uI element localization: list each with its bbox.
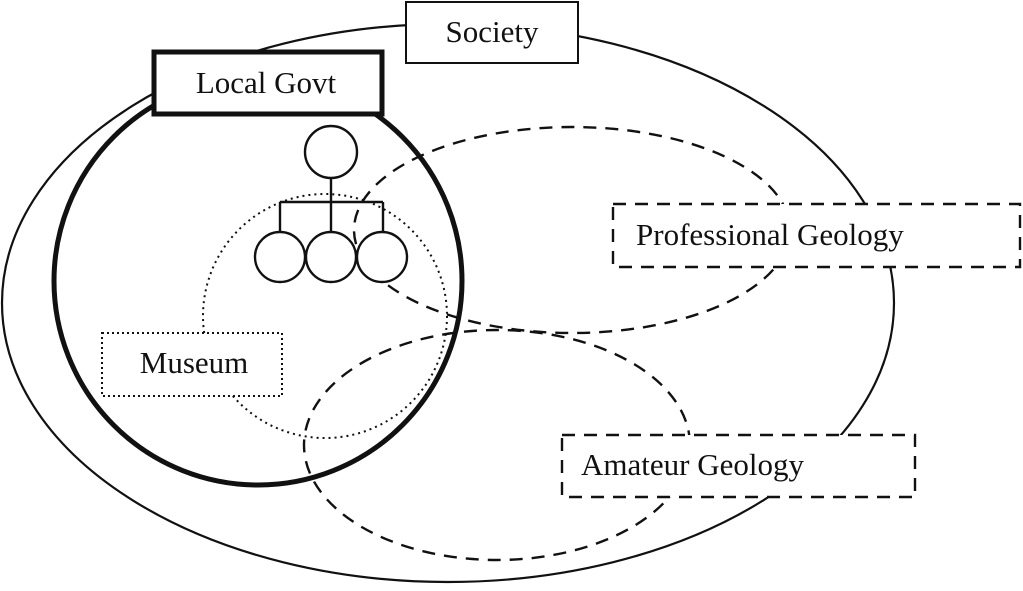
hierarchy-child-node	[304, 230, 358, 284]
society-boundary	[0, 22, 896, 584]
amateur-geology-label-box: Amateur Geology	[560, 433, 917, 499]
professional-geology-label: Professional Geology	[636, 217, 904, 252]
society-label-box: Society	[405, 1, 579, 64]
hierarchy-child-node	[253, 230, 307, 284]
local-govt-boundary	[51, 74, 465, 488]
museum-label: Museum	[140, 345, 249, 380]
local-govt-label: Local Govt	[196, 65, 337, 100]
amateur-geology-label: Amateur Geology	[581, 447, 804, 482]
society-label: Society	[446, 14, 539, 49]
hierarchy-child-node	[355, 230, 409, 284]
museum-boundary	[202, 193, 448, 439]
hierarchy-top-node	[303, 124, 359, 180]
local-govt-label-box: Local Govt	[151, 49, 385, 117]
museum-label-box: Museum	[101, 332, 283, 397]
hierarchy-icon	[253, 124, 409, 284]
professional-geology-label-box: Professional Geology	[611, 202, 1022, 269]
